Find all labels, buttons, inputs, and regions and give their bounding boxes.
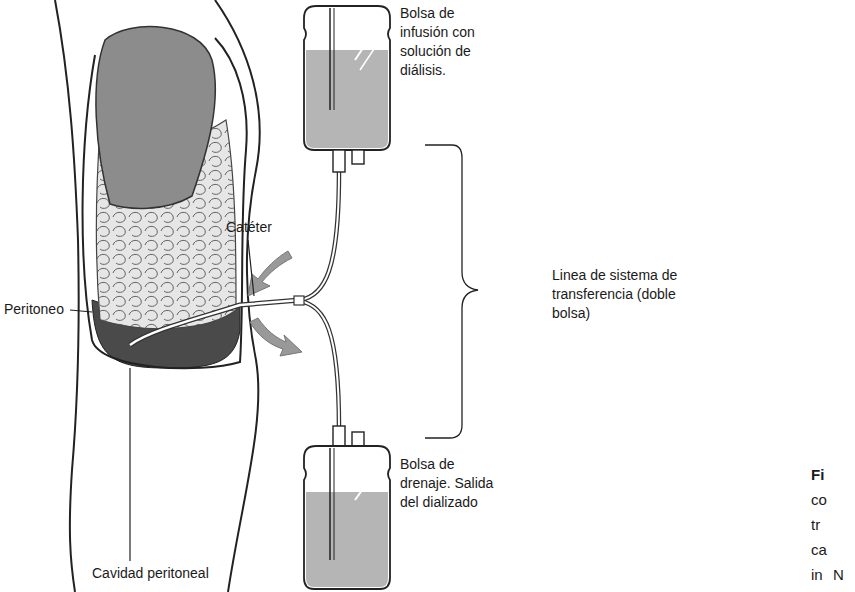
body-outline [55,0,79,592]
label: ca [811,539,851,561]
drainage-bag [304,426,390,589]
label: Peritoneo [4,300,74,319]
label: co [811,489,851,511]
flow-arrow [248,251,292,296]
leader-line [248,240,254,296]
label: tr [811,514,851,536]
label: N [833,564,851,586]
label: in [811,564,851,586]
label: Bolsa de infusión con solución de diális… [400,4,496,80]
label: Bolsa de drenaje. Salida del dializado [400,455,506,512]
leader-line [70,310,92,312]
organ [96,27,215,209]
label: Cavidad peritoneal [92,564,232,583]
flow-arrow [250,318,302,356]
infusion-bag [304,6,390,172]
label: Catéter [226,218,286,237]
brace [425,145,478,438]
label: Linea de sistema de transferencia (doble… [552,266,678,323]
connector-joint [294,296,304,305]
label: Fi [811,464,851,486]
leader-line [129,368,130,561]
transfer-line [300,172,339,428]
peritoneum [83,38,247,368]
